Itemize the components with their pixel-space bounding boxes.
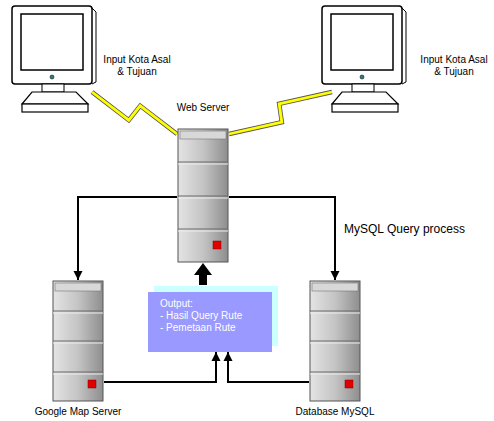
- server-node: Database MySQL: [309, 280, 361, 402]
- flow-arrow: [74, 197, 178, 280]
- wireless-link: [229, 92, 332, 134]
- server-node: Google Map Server: [52, 280, 104, 402]
- flow-arrow: [194, 263, 212, 285]
- server-tower: [309, 280, 361, 402]
- flow-arrow: [224, 352, 310, 382]
- wireless-link: [92, 92, 177, 134]
- server-caption: Database MySQL: [275, 406, 395, 418]
- input-caption: Input Kota Asal & Tujuan: [100, 54, 174, 78]
- server-tower: [177, 128, 229, 263]
- output-line: - Pemetaan Rute: [160, 322, 266, 334]
- flow-arrow: [104, 352, 221, 382]
- server-caption: Google Map Server: [18, 406, 138, 418]
- server-tower: [52, 280, 104, 402]
- server-caption: Web Server: [153, 102, 253, 114]
- output-line: Output:: [160, 298, 266, 310]
- monitor-icon: [8, 4, 100, 118]
- client-monitor: Input Kota Asal & Tujuan: [8, 4, 100, 118]
- client-monitor: Input Kota Asal & Tujuan: [318, 4, 410, 118]
- input-caption: Input Kota Asal & Tujuan: [418, 54, 490, 78]
- flow-arrow: [229, 197, 340, 280]
- output-box: Output:- Hasil Query Rute- Pemetaan Rute: [148, 292, 272, 352]
- output-line: - Hasil Query Rute: [160, 310, 266, 322]
- server-node: Web Server: [177, 128, 229, 263]
- monitor-icon: [318, 4, 410, 118]
- edge-label: MySQL Query process: [342, 222, 467, 236]
